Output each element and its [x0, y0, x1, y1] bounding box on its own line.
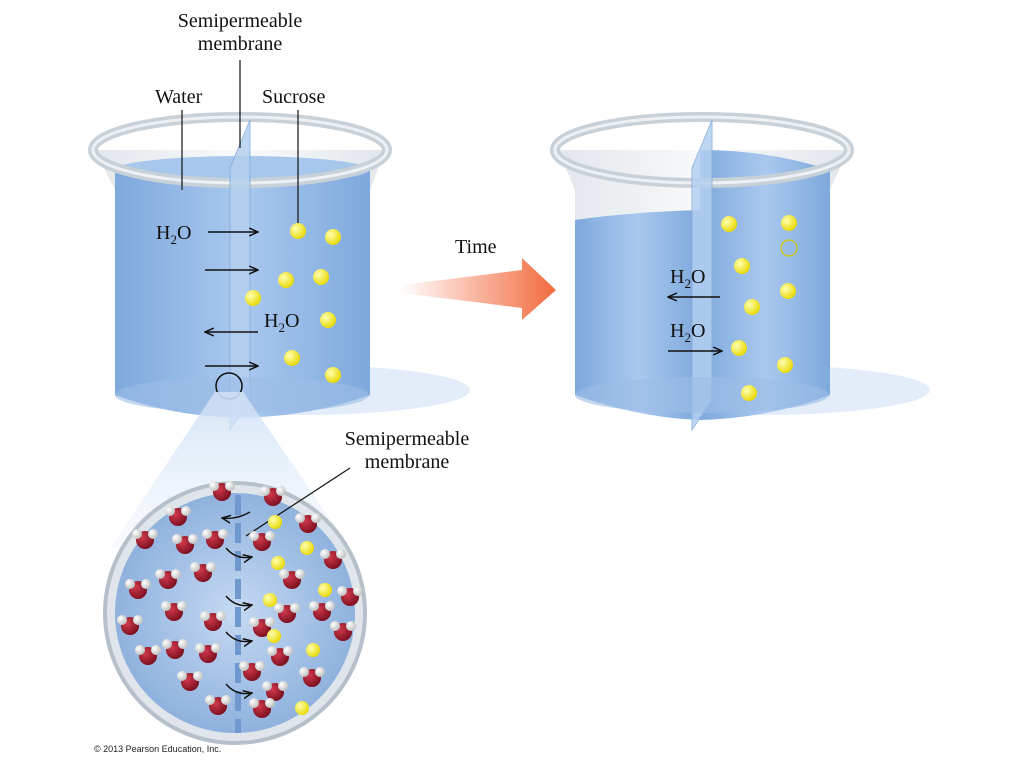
- h2o-label: H2O: [670, 266, 706, 291]
- h2o-label: H2O: [670, 320, 706, 345]
- sucrose-molecules-right: [721, 215, 798, 401]
- membrane-label-top: Semipermeable membrane: [177, 10, 303, 55]
- beaker-right: [550, 112, 930, 432]
- membrane-label-zoom: Semipermeable membrane: [344, 428, 470, 473]
- beaker-left: [88, 60, 470, 432]
- water-label: Water: [155, 86, 203, 108]
- h2o-label: H2O: [264, 310, 300, 335]
- sucrose-molecules-zoom: [263, 515, 332, 715]
- sucrose-molecules-left: [245, 223, 341, 383]
- time-label: Time: [455, 236, 497, 258]
- time-arrow-icon: [400, 258, 556, 320]
- h2o-label: H2O: [156, 222, 192, 247]
- zoom-view: [103, 467, 367, 745]
- sucrose-label: Sucrose: [262, 86, 326, 108]
- copyright-text: © 2013 Pearson Education, Inc.: [94, 744, 222, 754]
